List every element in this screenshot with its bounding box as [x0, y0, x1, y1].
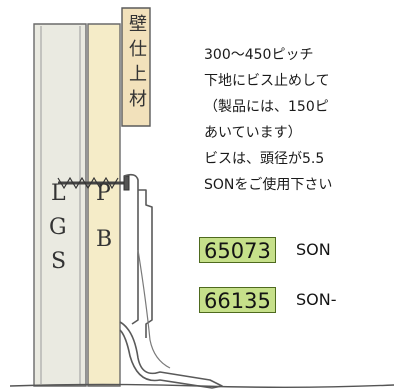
label-finish-2: 仕 [129, 39, 147, 60]
product-code-badge[interactable]: 65073 [199, 237, 276, 263]
label-pb-p: P [96, 181, 111, 206]
description-line-4: あいています） [204, 125, 302, 141]
lgs-stud-shape [33, 23, 87, 387]
label-finish-1: 壁 [129, 14, 147, 35]
description-line-5: ビスは、頭径が5.5 [204, 151, 325, 167]
description-line-1: 300～450ピッチ [204, 47, 314, 63]
description-line-3: （製品には、150ピ [204, 99, 329, 115]
trim-profile-shape [119, 173, 223, 389]
description-line-2: 下地にビス止めして [204, 73, 330, 89]
label-lgs-l: L [51, 181, 66, 206]
product-name: SON [296, 240, 331, 259]
label-finish-4: 材 [129, 89, 147, 110]
screw-icon [57, 175, 130, 191]
pb-board-shape [87, 23, 121, 387]
finish-material-shape [121, 7, 151, 127]
description-line-6: SONをご使用下さい [204, 177, 333, 193]
floor-line [9, 383, 394, 388]
label-lgs-s: S [51, 249, 66, 274]
product-name: SON- [296, 290, 337, 309]
product-code-badge[interactable]: 66135 [199, 287, 276, 313]
label-lgs-g: G [49, 215, 67, 240]
label-finish-3: 上 [129, 64, 147, 85]
trim-curve-shape [137, 249, 171, 369]
label-pb-b: B [96, 227, 112, 252]
